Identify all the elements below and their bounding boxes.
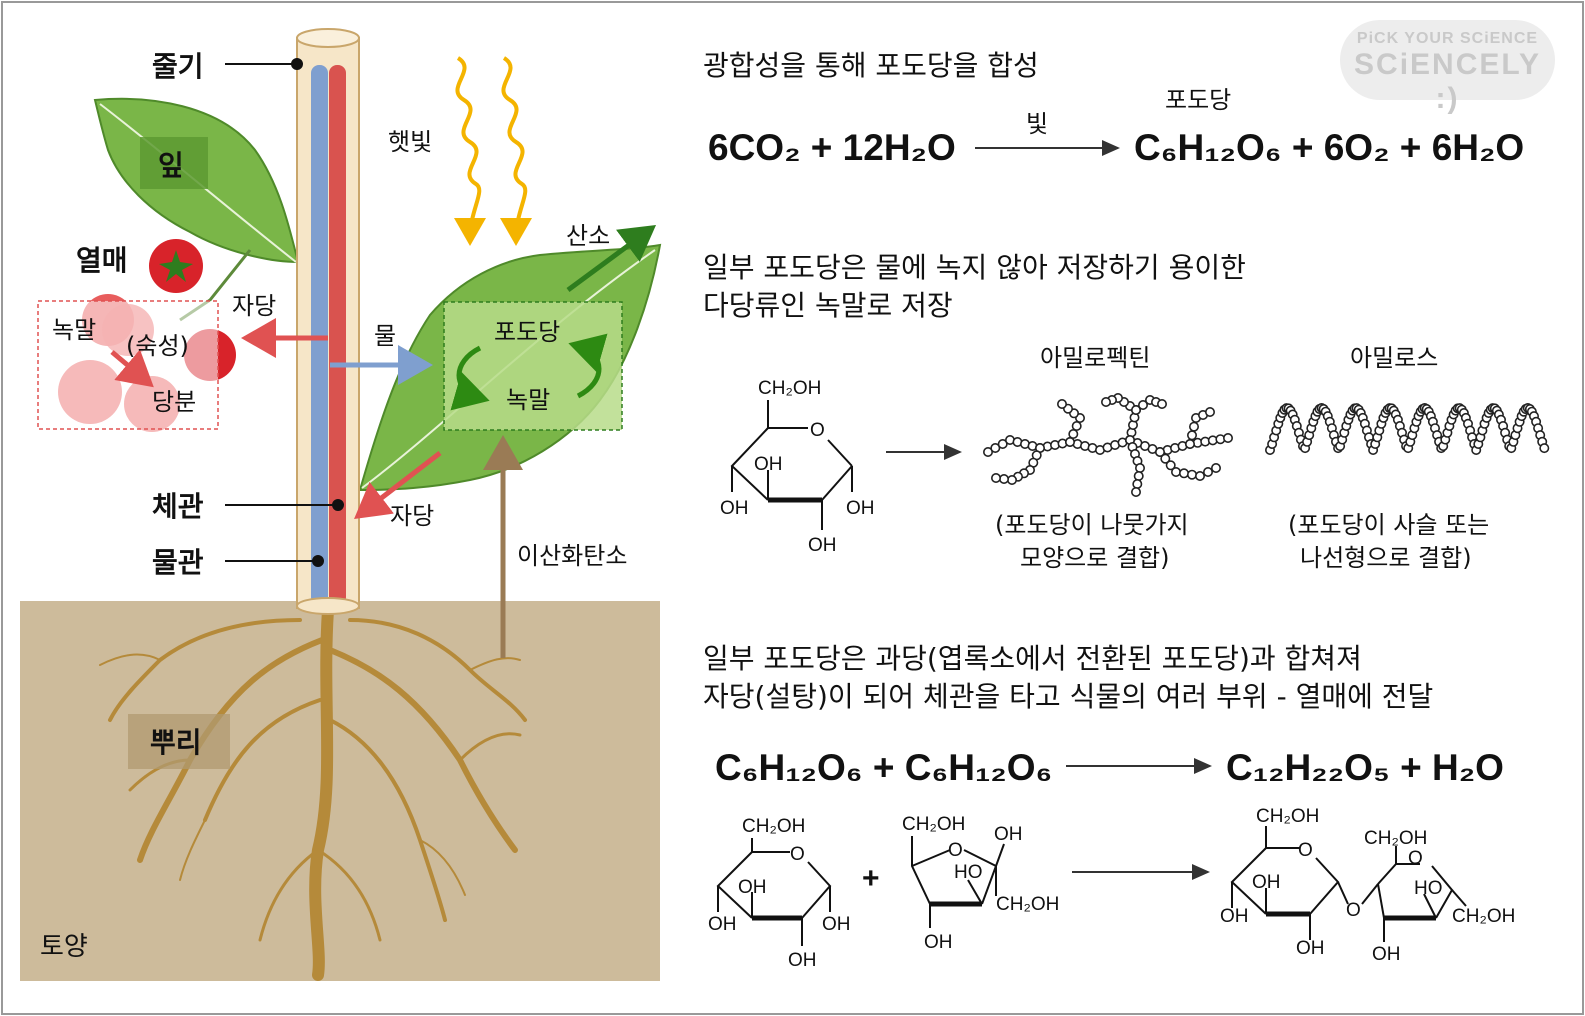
- svg-text:O: O: [1408, 848, 1423, 869]
- root-label-bg: [128, 714, 230, 769]
- stem: [296, 28, 360, 615]
- right-leaf: [358, 243, 662, 492]
- amylopectin-desc2: 모양으로 결합): [1020, 544, 1169, 572]
- label-fruit-sugar: 당분: [152, 388, 196, 416]
- svg-text:OH: OH: [1220, 906, 1249, 927]
- section3-line1: 일부 포도당은 과당(엽록소에서 전환된 포도당)과 합쳐져: [703, 642, 1362, 675]
- section2-line2: 다당류인 녹말로 저장: [703, 289, 953, 322]
- section1-glucose-label: 포도당: [1165, 86, 1231, 114]
- svg-text:OH: OH: [1372, 944, 1401, 965]
- svg-text:OH: OH: [738, 877, 767, 898]
- label-fruit-starch: 녹말: [52, 316, 96, 344]
- label-sunlight: 햇빛: [388, 128, 432, 156]
- svg-text:OH: OH: [822, 914, 851, 935]
- amylose-structure: [1265, 402, 1550, 455]
- label-leaf: 잎: [158, 149, 184, 182]
- svg-text:HO: HO: [1414, 878, 1443, 899]
- label-leaf-glucose: 포도당: [494, 318, 560, 346]
- svg-text:O: O: [948, 840, 963, 861]
- label-leaf-starch: 녹말: [506, 386, 550, 414]
- xylem-tube: [311, 65, 328, 605]
- logo-line2: SCiENCELY :): [1354, 48, 1541, 115]
- soil-area: [20, 601, 660, 981]
- svg-text:CH₂OH: CH₂OH: [742, 816, 805, 837]
- label-fruit: 열매: [76, 244, 128, 277]
- label-amylose: 아밀로스: [1350, 344, 1438, 372]
- roots: [99, 604, 527, 981]
- label-phloem: 체관: [152, 490, 204, 523]
- label-root: 뿌리: [150, 726, 202, 759]
- svg-text:OH: OH: [1296, 938, 1325, 959]
- sunlight-rays: [454, 56, 533, 246]
- label-sucrose-bottom: 자당: [390, 502, 434, 530]
- section1-title: 광합성을 통해 포도당을 합성: [703, 49, 1039, 82]
- section2-line1: 일부 포도당은 물에 녹지 않아 저장하기 용이한: [703, 251, 1246, 284]
- label-xylem: 물관: [152, 546, 204, 579]
- leader-lines: [225, 58, 344, 567]
- g-oh2: OH: [720, 498, 749, 519]
- fruit-ripening-box: [37, 300, 219, 432]
- label-sucrose-top: 자당: [232, 292, 276, 320]
- label-amylopectin: 아밀로펙틴: [1040, 344, 1150, 372]
- section3-equation-lhs: C₆H₁₂O₆ + C₆H₁₂O₆: [715, 747, 1052, 788]
- oxygen-arrow: [566, 225, 657, 293]
- phloem-tube: [329, 65, 346, 605]
- svg-text:OH: OH: [708, 914, 737, 935]
- section1-equation-lhs: 6CO₂ + 12H₂O: [708, 127, 956, 168]
- label-fruit-ripening: (숙성): [126, 332, 189, 360]
- label-co2: 이산화탄소: [517, 542, 627, 570]
- svg-text:HO: HO: [954, 862, 983, 883]
- sucrose-structure: CH₂OH O OH OH OH O CH₂OH O HO CH₂OH OH: [1220, 806, 1515, 965]
- svg-text:CH₂OH: CH₂OH: [1256, 806, 1319, 827]
- section1-light-label: 빛: [1026, 110, 1048, 138]
- section3-equation-rhs: C₁₂H₂₂O₅ + H₂O: [1226, 747, 1504, 788]
- fructose-structure: CH₂OH O OH HO CH₂OH OH: [902, 814, 1059, 953]
- amylopectin-structure: [982, 392, 1234, 497]
- svg-text:CH₂OH: CH₂OH: [902, 814, 965, 835]
- g-ch2oh: CH₂OH: [758, 378, 821, 399]
- svg-text:O: O: [1346, 900, 1361, 921]
- label-soil: 토양: [40, 932, 88, 962]
- svg-text:O: O: [1298, 840, 1313, 861]
- svg-text:O: O: [790, 844, 805, 865]
- left-leaf: [93, 97, 300, 264]
- glucose-structure-2: CH₂OH O OH OH OH OH: [708, 816, 851, 971]
- logo-line1: PiCK YOUR SCiENCE: [1356, 30, 1539, 47]
- label-stem: 줄기: [152, 50, 204, 83]
- svg-text:OH: OH: [788, 950, 817, 971]
- amylose-desc1: (포도당이 사슬 또는: [1288, 511, 1489, 539]
- amylopectin-desc1: (포도당이 나뭇가지: [995, 511, 1189, 539]
- svg-text:CH₂OH: CH₂OH: [1452, 906, 1515, 927]
- glucose-structure: CH₂OH O OH OH OH OH: [720, 378, 875, 556]
- label-water: 물: [374, 322, 396, 350]
- section1-equation-rhs: C₆H₁₂O₆ + 6O₂ + 6H₂O: [1134, 127, 1524, 168]
- svg-text:OH: OH: [994, 824, 1023, 845]
- g-oh4: OH: [808, 535, 837, 556]
- svg-text:CH₂OH: CH₂OH: [1364, 828, 1427, 849]
- section3-plus: +: [862, 862, 880, 895]
- label-oxygen: 산소: [566, 222, 610, 250]
- svg-text:CH₂OH: CH₂OH: [996, 894, 1059, 915]
- g-o: O: [810, 420, 825, 441]
- g-oh3: OH: [846, 498, 875, 519]
- svg-text:OH: OH: [1252, 872, 1281, 893]
- section3-line2: 자당(설탕)이 되어 체관을 타고 식물의 여러 부위 - 열매에 전달: [703, 680, 1433, 713]
- g-oh1: OH: [754, 454, 783, 475]
- amylose-desc2: 나선형으로 결합): [1300, 544, 1472, 572]
- svg-text:OH: OH: [924, 932, 953, 953]
- sciencely-logo: PiCK YOUR SCiENCE SCiENCELY :): [1340, 20, 1555, 115]
- sucrose-to-phloem-arrow: [354, 451, 442, 520]
